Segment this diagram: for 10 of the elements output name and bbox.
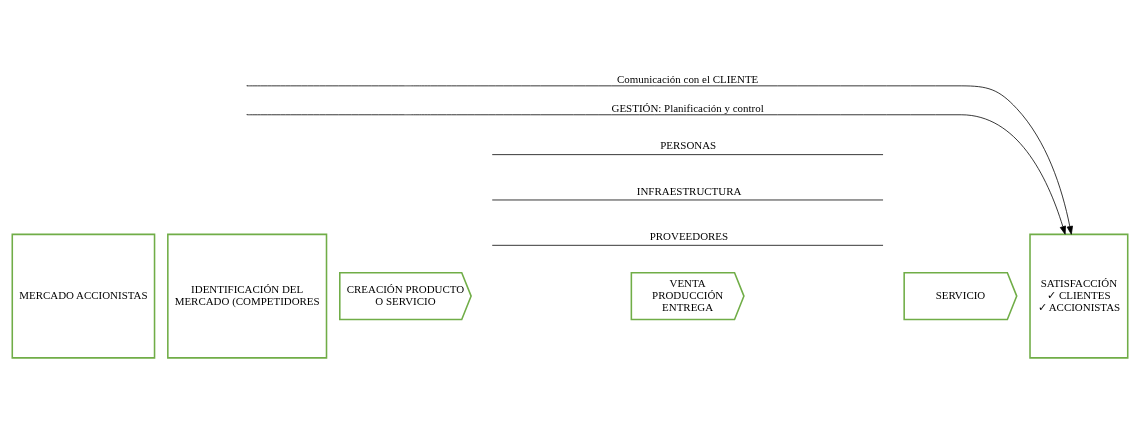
label: PROVEEDORES [649,230,729,242]
arrow [247,85,1073,235]
label: INFRAESTRUCTURA [636,184,742,197]
edge-label: GESTIÓN: Planificación y control [611,101,764,114]
node-box: SATISFACCIÓN ✓ CLIENTES ✓ ACCIONISTAS [1029,233,1129,359]
node-box: IDENTIFICACIÓN DEL MERCADO (COMPETIDORES [167,233,328,359]
arrow [247,114,1066,235]
edge-label: Comunicación con el CLIENTE [617,72,759,85]
label: PERSONAS [660,139,717,152]
node-box: MERCADO ACCIONISTAS [11,233,156,359]
